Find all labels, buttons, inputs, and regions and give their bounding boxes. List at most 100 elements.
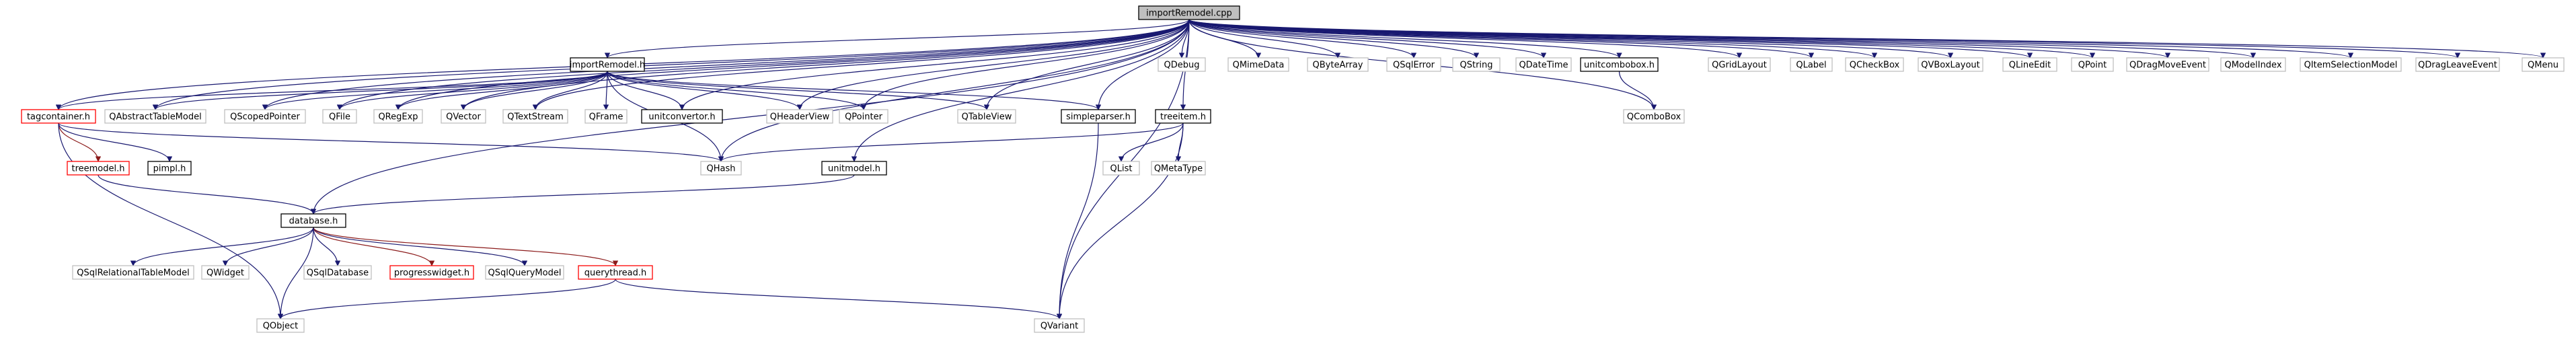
edge-root-to-unitconvertor_h	[679, 19, 1190, 110]
edge-root-to-qbytearray	[1188, 19, 1341, 59]
node-unitmodel-h[interactable]: unitmodel.h	[821, 161, 887, 176]
node-box-querythread-h	[578, 265, 653, 280]
edge-importremodel_h-to-qscopedpointer	[262, 71, 608, 110]
edge-root-to-qpointer	[860, 19, 1190, 110]
node-qsqlerror: QSqlError	[1386, 57, 1441, 72]
edge-importremodel_h-to-qfile	[336, 71, 608, 110]
edge-tagcontainer_h-to-qhash	[58, 122, 724, 162]
node-qmimedata: QMimeData	[1227, 57, 1289, 72]
node-box-qstring	[1452, 57, 1501, 72]
node-box-qmimedata	[1227, 57, 1289, 72]
node-label-qdragleaveevent: QDragLeaveEvent	[2418, 61, 2497, 71]
edge-root-to-qcheckbox	[1188, 19, 1877, 59]
node-label-qvariant: QVariant	[1040, 322, 1078, 332]
node-qdatetime: QDateTime	[1515, 57, 1572, 72]
node-qdebug: QDebug	[1158, 57, 1206, 72]
node-label-importremodel-h: importRemodel.h	[570, 61, 645, 71]
edge-root-to-qregexp	[395, 19, 1190, 110]
node-importremodel-h[interactable]: importRemodel.h	[570, 57, 645, 72]
node-box-progresswidget-h	[389, 265, 474, 280]
node-querythread-h[interactable]: querythread.h	[578, 265, 653, 280]
node-box-qcombobox	[1623, 109, 1685, 124]
node-label-unitmodel-h: unitmodel.h	[828, 164, 880, 174]
node-unitcombobox-h[interactable]: unitcombobox.h	[1580, 57, 1659, 72]
node-qpoint: QPoint	[2071, 57, 2114, 72]
node-box-qlist	[1102, 161, 1140, 176]
edge-root-to-qvboxlayout	[1188, 19, 1953, 59]
node-label-qdragmoveevent: QDragMoveEvent	[2129, 61, 2206, 71]
node-qlabel: QLabel	[1790, 57, 1833, 72]
edge-root-to-qgridlayout	[1188, 19, 1742, 59]
node-qstring: QString	[1452, 57, 1501, 72]
edge-importremodel_h-to-qabstracttablemodel	[152, 71, 608, 110]
edge-root-to-qvector	[460, 19, 1190, 110]
node-box-qpointer	[839, 109, 888, 124]
node-label-qpointer: QPointer	[845, 112, 883, 122]
node-qitemselectionmodel: QItemSelectionModel	[2300, 57, 2402, 72]
edge-root-to-qstring	[1188, 19, 1480, 59]
dependency-edges	[55, 19, 2546, 319]
node-label-simpleparser-h: simpleparser.h	[1066, 112, 1131, 122]
node-qpointer: QPointer	[839, 109, 888, 124]
node-qgridlayout: QGridLayout	[1708, 57, 1771, 72]
node-label-qmodelindex: QModelIndex	[2224, 61, 2281, 71]
node-box-qsqlquerymodel	[485, 265, 564, 280]
node-box-simpleparser-h	[1061, 109, 1136, 124]
edge-root-to-unitmodel_h	[851, 19, 1190, 162]
node-label-qsqlquerymodel: QSqlQueryModel	[488, 268, 562, 278]
node-label-qsqlrelationaltablemodel: QSqlRelationalTableModel	[77, 268, 190, 278]
dependency-nodes: importRemodel.cpp importRemodel.h QDebug QM…	[21, 5, 2565, 333]
node-tagcontainer-h[interactable]: tagcontainer.h	[21, 109, 96, 124]
edge-root-to-qdatetime	[1188, 19, 1547, 59]
node-label-pimpl-h: pimpl.h	[153, 164, 186, 174]
node-label-qhash: QHash	[707, 164, 736, 174]
node-qregexp: QRegExp	[373, 109, 423, 124]
node-pimpl-h[interactable]: pimpl.h	[147, 161, 192, 176]
node-label-qstring: QString	[1460, 61, 1492, 71]
node-qframe: QFrame	[584, 109, 628, 124]
edge-querythread_h-to-qobject	[277, 278, 616, 319]
node-qfile: QFile	[322, 109, 357, 124]
edge-database_h-to-qwidget	[222, 227, 314, 266]
node-qvboxlayout: QVBoxLayout	[1918, 57, 1983, 72]
node-box-qregexp	[373, 109, 423, 124]
node-box-qgridlayout	[1708, 57, 1771, 72]
node-box-qvariant	[1034, 318, 1085, 333]
node-qhash: QHash	[700, 161, 742, 176]
node-simpleparser-h[interactable]: simpleparser.h	[1061, 109, 1136, 124]
node-treemodel-h[interactable]: treemodel.h	[67, 161, 130, 176]
node-box-qsqlrelationaltablemodel	[72, 265, 194, 280]
edge-root-to-qhash	[718, 19, 1190, 162]
node-box-qvboxlayout	[1918, 57, 1983, 72]
node-label-unitcombobox-h: unitcombobox.h	[1584, 61, 1655, 71]
node-qabstracttablemodel: QAbstractTableModel	[104, 109, 206, 124]
node-box-qhash	[700, 161, 742, 176]
node-treeitem-h[interactable]: treeitem.h	[1155, 109, 1211, 124]
edge-root-to-qpoint	[1188, 19, 2095, 59]
node-box-qdragleaveevent	[2415, 57, 2500, 72]
node-box-root	[1138, 5, 1240, 20]
edge-root-to-qfile	[336, 19, 1190, 110]
node-qcombobox: QComboBox	[1623, 109, 1685, 124]
node-label-progresswidget-h: progresswidget.h	[394, 268, 469, 278]
node-qsqlquerymodel: QSqlQueryModel	[485, 265, 564, 280]
node-label-qheaderview: QHeaderView	[770, 112, 830, 122]
edge-root-to-qmenu	[1188, 19, 2546, 59]
node-label-root: importRemodel.cpp	[1146, 9, 1232, 19]
node-label-treemodel-h: treemodel.h	[71, 164, 124, 174]
node-database-h[interactable]: database.h	[280, 213, 346, 228]
edge-database_h-to-qsqlquerymodel	[313, 227, 528, 266]
node-qheaderview: QHeaderView	[766, 109, 833, 124]
edge-database_h-to-qsqlrelationaltablemodel	[130, 227, 314, 266]
node-label-querythread-h: querythread.h	[584, 268, 647, 278]
node-label-qgridlayout: QGridLayout	[1712, 61, 1767, 71]
node-box-qheaderview	[766, 109, 833, 124]
node-unitconvertor-h[interactable]: unitconvertor.h	[641, 109, 723, 124]
node-label-qmenu: QMenu	[2528, 61, 2559, 71]
node-progresswidget-h[interactable]: progresswidget.h	[389, 265, 474, 280]
node-box-qdatetime	[1515, 57, 1572, 72]
edge-root-to-qsqlerror	[1188, 19, 1417, 59]
node-label-qitemselectionmodel: QItemSelectionModel	[2304, 61, 2398, 71]
edge-querythread_h-to-qvariant	[615, 278, 1063, 319]
